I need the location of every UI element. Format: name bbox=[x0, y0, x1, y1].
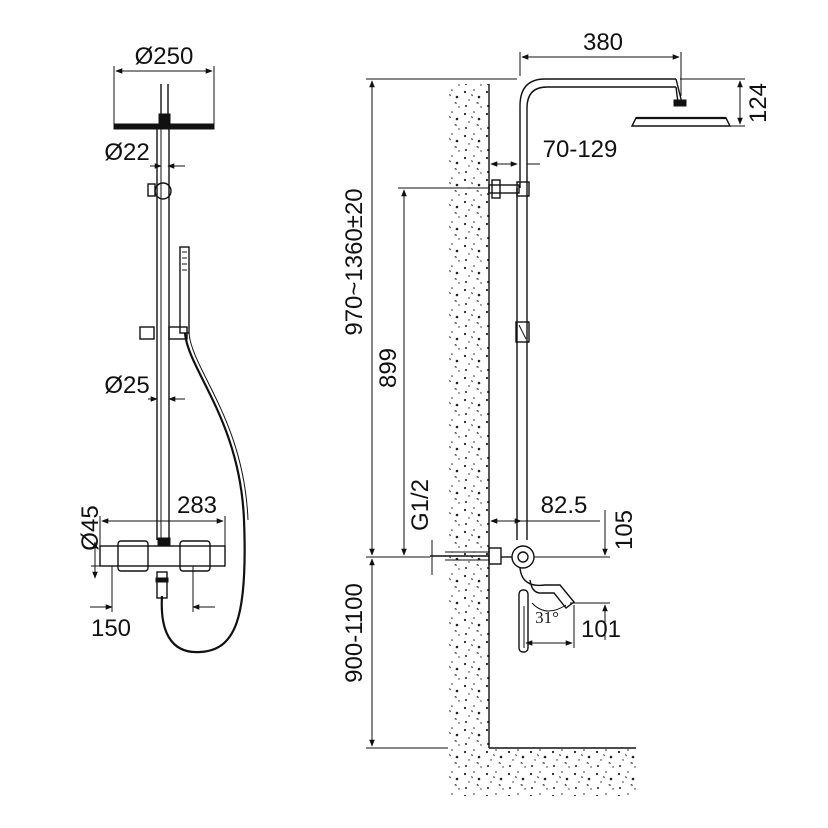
thread-spec: G1/2 bbox=[407, 479, 434, 531]
dim-head-diameter: Ø250 bbox=[135, 43, 194, 70]
floor bbox=[448, 748, 636, 796]
dim-spout-drop: 105 bbox=[611, 510, 638, 550]
dim-total-height: 970~1360±20 bbox=[341, 188, 368, 335]
side-shower-head bbox=[630, 117, 732, 127]
dim-head-drop: 124 bbox=[745, 83, 772, 123]
wall-inlet-flange bbox=[488, 547, 502, 565]
wall bbox=[448, 84, 489, 748]
front-slider bbox=[139, 326, 155, 340]
bath-spout bbox=[519, 567, 576, 609]
front-mixer-body bbox=[99, 545, 226, 567]
side-view: 380 124 70-129 970~1360±20 899 G1/2 900-… bbox=[341, 29, 772, 796]
shower-arm bbox=[519, 78, 676, 107]
front-hose bbox=[160, 332, 246, 654]
dim-upper-pipe: Ø22 bbox=[104, 139, 149, 166]
front-shower-head bbox=[113, 123, 215, 130]
front-hand-shower bbox=[179, 246, 190, 334]
dim-inlet-to-bracket: 899 bbox=[375, 348, 402, 388]
side-slider bbox=[515, 321, 530, 343]
dim-inlet-spacing: 150 bbox=[91, 615, 131, 642]
dim-mixer-offset: 82.5 bbox=[541, 492, 588, 519]
dim-spout-angle: 31° bbox=[535, 608, 559, 627]
dim-inlet-height: 900-1100 bbox=[341, 583, 368, 683]
front-view: Ø250 Ø22 Ø25 bbox=[77, 43, 249, 654]
side-mixer-body bbox=[511, 545, 535, 569]
dim-bracket-offset: 70-129 bbox=[543, 136, 618, 163]
side-wall-bracket bbox=[488, 184, 520, 194]
dim-mixer-width: 283 bbox=[177, 492, 217, 519]
dim-mixer-diameter: Ø45 bbox=[77, 505, 104, 550]
diverter-handle bbox=[518, 589, 529, 653]
dim-arm-length: 380 bbox=[583, 29, 623, 56]
dim-main-pipe: Ø25 bbox=[104, 372, 149, 399]
dim-spout-reach: 101 bbox=[581, 616, 621, 643]
